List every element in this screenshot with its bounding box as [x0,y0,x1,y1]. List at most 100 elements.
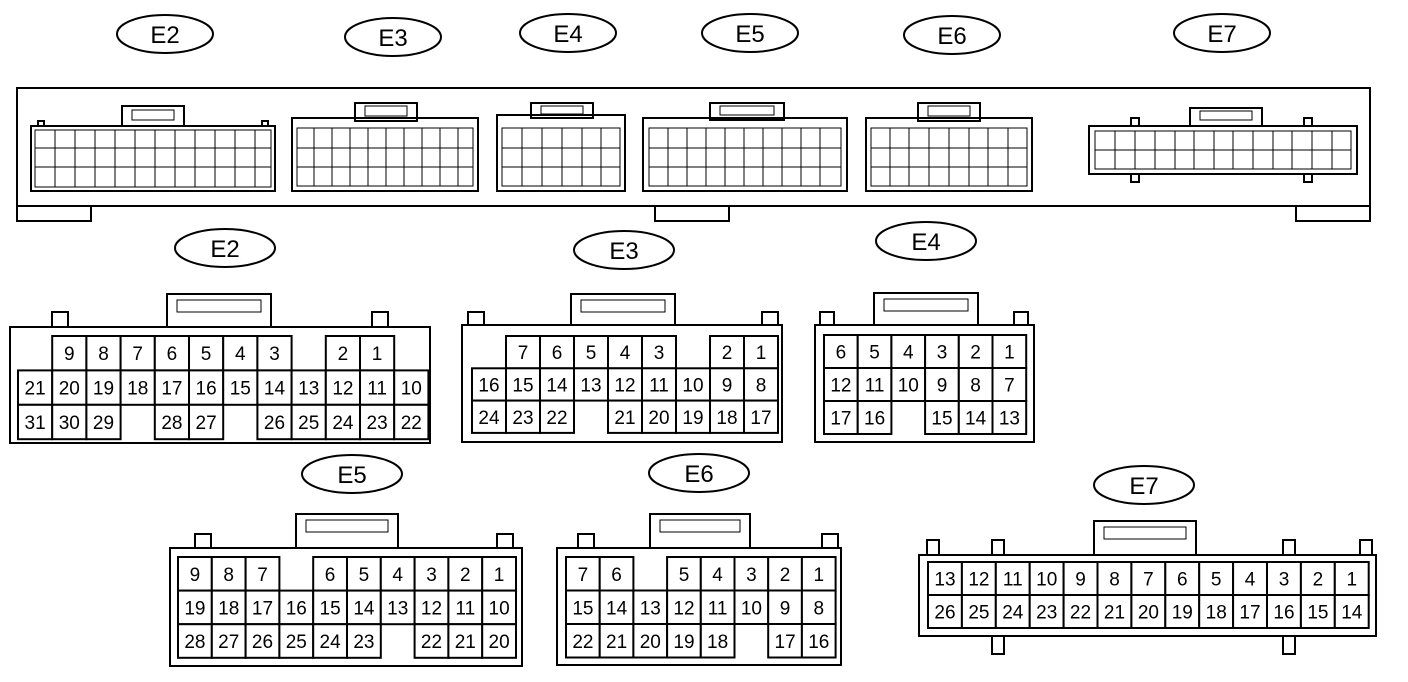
pin-cell [856,334,893,369]
pin-cell [607,399,643,434]
pin-cell [359,335,396,372]
pin-number: 17 [775,632,796,653]
pin-number: 13 [640,598,661,619]
pin-number: 9 [722,375,733,396]
pin-number: 5 [869,343,880,364]
pin-number: 6 [836,343,847,364]
pin-number: 18 [707,632,728,653]
pin-number: 31 [25,413,46,434]
pin-number: 12 [673,598,694,619]
pin-number: 22 [421,632,442,653]
pin-number: 1 [494,565,505,586]
pin-number: 26 [252,632,273,653]
header-label-e4: E4 [519,13,617,53]
pin-number: 7 [518,343,529,364]
header-label-e3: E3 [344,17,442,57]
connector-e5-label: E5 [337,462,366,489]
pin-number: 22 [572,632,593,653]
pin-number: 14 [606,598,628,619]
pin-number: 19 [1172,603,1193,624]
pin-cell [641,367,677,402]
pin-cell [210,623,247,659]
pin-number: 24 [332,413,354,434]
pin-number: 15 [572,598,593,619]
pin-number: 6 [1177,570,1188,591]
pin-number: 3 [426,565,437,586]
pin-number: 20 [648,408,669,429]
pin-cell [188,403,225,441]
pin-cell [641,335,677,370]
header-label-e5: E5 [701,13,799,53]
pin-number: 12 [968,570,989,591]
pin-number: 19 [184,598,205,619]
header-label-e2-text: E2 [150,22,179,49]
pin-number: 14 [353,598,375,619]
pin-number: 11 [708,598,728,619]
pin-number: 15 [230,379,251,400]
pin-number: 23 [1036,603,1057,624]
pin-cell [222,369,259,406]
pin-cell [447,556,484,592]
pin-cell [51,335,88,372]
pin-number: 1 [756,343,767,364]
pin-cell [890,367,927,402]
pin-number: 25 [968,603,989,624]
pin-number: 17 [161,379,182,400]
pin-number: 11 [649,375,669,396]
pin-cell [1198,594,1235,629]
pin-cell [856,400,893,435]
pin-number: 16 [808,632,829,653]
pin-number: 8 [970,376,981,397]
pin-cell [85,403,122,441]
pin-number: 17 [252,598,273,619]
pin-number: 6 [167,344,178,365]
header-label-e3-text: E3 [378,25,407,52]
pin-number: 7 [578,565,589,586]
pin-number: 24 [320,632,342,653]
pin-cell [565,623,601,659]
pin-number: 9 [190,565,201,586]
pin-number: 8 [98,344,109,365]
pin-number: 16 [286,598,307,619]
pin-number: 20 [640,632,661,653]
pin-number: 13 [934,570,955,591]
pin-number: 28 [161,413,182,434]
pin-number: 26 [934,603,955,624]
pin-cell [666,623,702,659]
header-label-e7: E7 [1173,13,1271,53]
pin-cell [573,335,609,370]
pin-number: 11 [1003,570,1023,591]
pin-cell [290,369,327,406]
pin-number: 12 [830,376,851,397]
pin-number: 8 [814,598,825,619]
pin-number: 23 [512,408,533,429]
pin-number: 21 [606,632,627,653]
pin-number: 17 [830,409,851,430]
pin-cell [1198,561,1235,596]
pin-cell [346,556,382,592]
header-label-e6-text: E6 [937,23,966,50]
pin-cell [324,403,361,441]
pin-cell [823,367,859,402]
pin-cell [699,623,736,659]
pin-number: 2 [780,565,791,586]
pin-number: 4 [903,343,914,364]
pin-cell [539,367,575,402]
pin-number: 13 [999,409,1020,430]
pin-number: 29 [93,413,114,434]
housing-connector-e7 [1088,107,1358,183]
pin-number: 6 [611,565,622,586]
pin-number: 9 [780,598,791,619]
pin-number: 27 [196,413,217,434]
pin-number: 18 [127,379,148,400]
pin-cell [278,623,315,659]
pin-number: 1 [814,565,825,586]
pin-number: 3 [937,343,948,364]
